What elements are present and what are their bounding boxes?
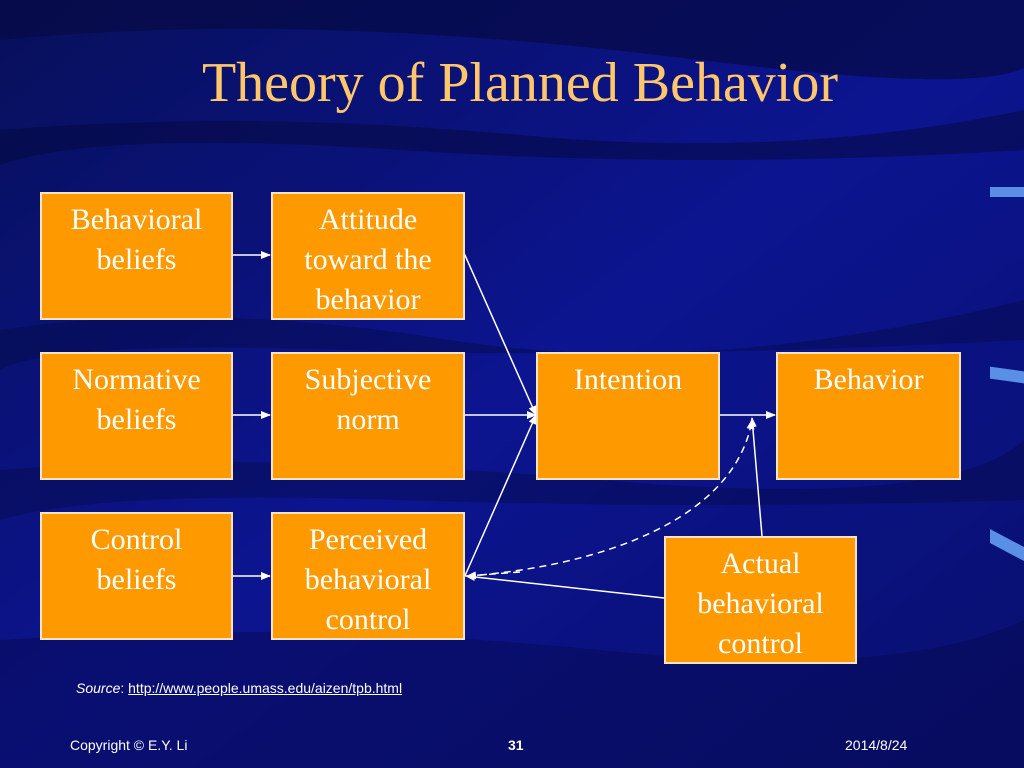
source-link[interactable]: http://www.people.umass.edu/aizen/tpb.ht…	[128, 680, 403, 696]
box-behavioral-beliefs: Behavioral beliefs	[40, 192, 233, 320]
box-intention: Intention	[536, 352, 720, 480]
box-actual-behavioral-control: Actual behavioral control	[664, 536, 857, 664]
source-citation: Source: http://www.people.umass.edu/aize…	[76, 680, 402, 696]
box-attitude: Attitude toward the behavior	[271, 192, 465, 320]
footer-date: 2014/8/24	[845, 737, 908, 753]
slide-title: Theory of Planned Behavior	[201, 52, 839, 114]
source-separator: :	[120, 680, 129, 696]
box-normative-beliefs: Normative beliefs	[40, 352, 233, 480]
footer-page-number: 31	[508, 737, 524, 753]
decorative-stripe	[990, 187, 1024, 197]
box-control-beliefs: Control beliefs	[40, 512, 233, 640]
box-subjective-norm: Subjective norm	[271, 352, 465, 480]
source-label: Source	[76, 680, 121, 696]
box-perceived-behavioral-control: Perceived behavioral control	[271, 512, 465, 640]
box-behavior: Behavior	[776, 352, 961, 480]
footer-copyright: Copyright © E.Y. Li	[70, 737, 188, 753]
